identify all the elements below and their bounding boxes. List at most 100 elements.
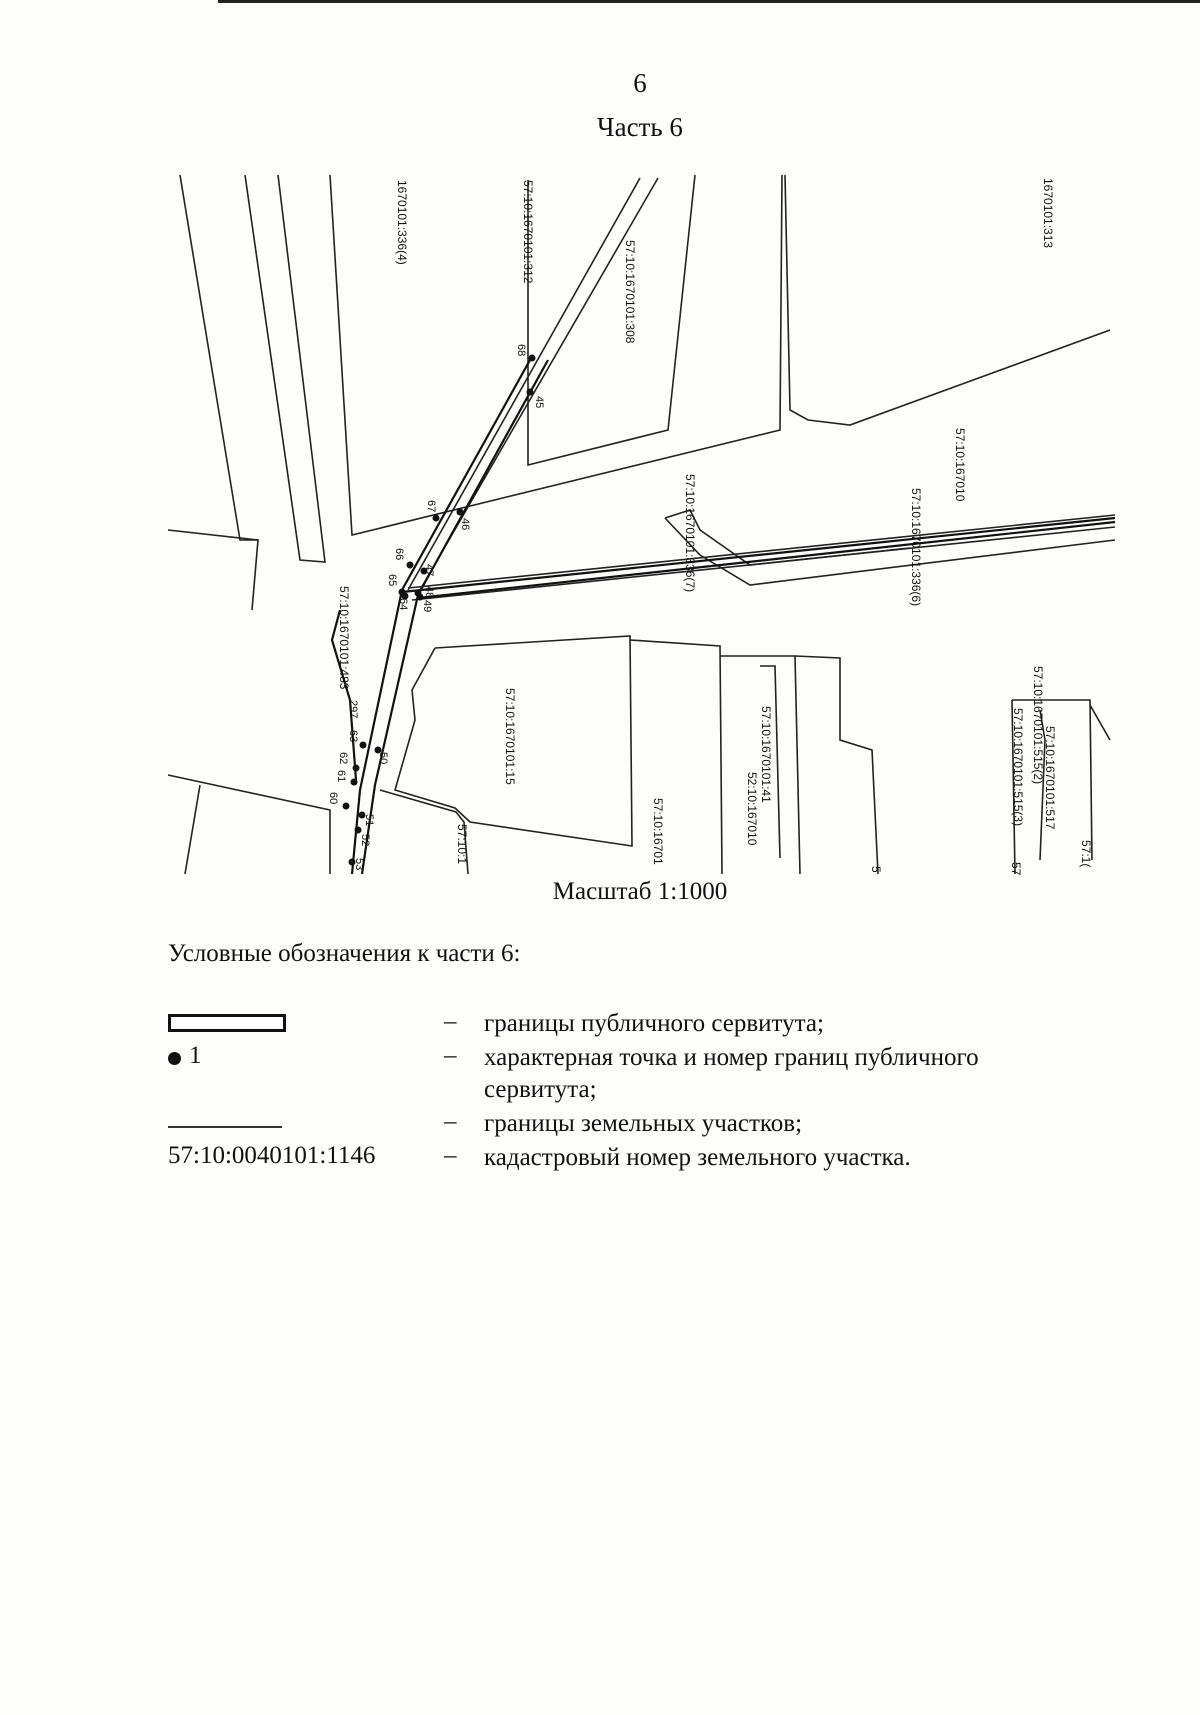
parcel-label-p336-6: 57:10:1670101:336(6) (909, 488, 923, 606)
point-label-48: 48 (423, 586, 435, 598)
legend-text-point: характерная точка и номер границ публичн… (484, 1044, 979, 1103)
servitude-boundary-h (401, 516, 1116, 594)
point-label-66: 66 (393, 548, 405, 560)
servitude-boundary-right (360, 359, 549, 875)
parcel-label-p57101: 57:10:1 (455, 824, 469, 864)
parcel-boundary-312 (329, 174, 783, 537)
point-label-53: 53 (353, 858, 365, 870)
parcel-label-p515-2: 57:10:1670101:515(2) (1031, 666, 1045, 784)
point-label-60: 60 (327, 792, 339, 804)
parcel-boundary-road-3 (167, 529, 259, 541)
parcel-label-p313: 1670101:313 (1041, 178, 1055, 248)
point-68 (528, 354, 536, 362)
legend-text-servitude: границы публичного сервитута; (484, 1010, 824, 1037)
point-label-49: 49 (421, 600, 433, 612)
parcel-boundary-corridor-a (407, 177, 641, 591)
parcel-boundary-515b (1012, 699, 1093, 861)
parcel-boundary-road-1 (179, 174, 259, 611)
point-label-50: 50 (377, 752, 389, 764)
parcel-boundary-336-7b (664, 509, 911, 566)
parcel-boundary-336-7 (664, 517, 1116, 586)
point-label-67: 67 (425, 500, 437, 512)
point-49 (416, 593, 424, 601)
parcel-label-p15: 57:10:1670101:15 (503, 688, 517, 785)
point-label-62: 62 (337, 752, 349, 764)
legend-text-parcel: границы земельных участков; (484, 1110, 803, 1137)
point-label-51: 51 (363, 814, 375, 826)
point-64 (401, 592, 409, 600)
parcel-label-p57-10-edge: 57:1( (1079, 840, 1093, 867)
parcel-boundary-middle (629, 639, 723, 875)
parcel-label-p483: 57:10:1670101:483 (337, 586, 351, 690)
parcel-boundary-515c (1039, 709, 1046, 861)
parcel-label-p308: 57:10:1670101:308 (623, 240, 637, 344)
legend-row-servitude: – границы публичного сервитута; (0, 1008, 1200, 1044)
legend-dash: – (444, 1108, 457, 1135)
servitude-boundary-483 (330, 609, 358, 781)
parcel-boundary-symbol (168, 1126, 282, 1128)
servitude-boundary-h2 (417, 520, 1116, 600)
legend-row-cadastral: 57:10:0040101:1146 – кадастровый номер з… (0, 1142, 1200, 1178)
parcel-boundary-515 (1011, 699, 1016, 875)
point-63 (359, 741, 367, 749)
legend-title: Условные обозначения к части 6: (168, 940, 521, 967)
page-number: 6 (633, 68, 647, 98)
parcel-boundary-308 (527, 174, 696, 467)
parcel-boundary-15 (394, 635, 633, 847)
legend-row-parcel: – границы земельных участков; (0, 1108, 1200, 1144)
point-symbol-number: 1 (189, 1042, 202, 1069)
parcel-label-p517: 57:10:1670101:517 (1043, 726, 1057, 830)
servitude-boundary-symbol (168, 1014, 286, 1032)
point-label-47: 47 (423, 564, 435, 576)
parcel-boundary-lower-field (167, 774, 331, 874)
point-66 (406, 561, 414, 569)
parcel-label-p41: 57:10:1670101:41 (759, 706, 773, 803)
top-border-line (218, 0, 1200, 3)
point-label-64: 64 (397, 598, 409, 610)
point-label-65: 65 (386, 574, 398, 586)
legend-dash: – (444, 1042, 457, 1069)
point-52 (354, 826, 362, 834)
servitude-boundary-left (350, 359, 531, 875)
legend-row-point: 1 – характерная точка и номер границ пуб… (0, 1042, 1200, 1103)
parcel-boundary-road-2 (244, 174, 326, 563)
parcel-boundary-41-inner (760, 665, 781, 859)
parcel-boundary-313 (784, 174, 1111, 426)
point-62 (352, 764, 360, 772)
parcel-boundary-lower-field-b (184, 784, 201, 875)
point-60 (342, 802, 350, 810)
point-51 (358, 811, 366, 819)
point-61 (350, 778, 358, 786)
parcel-label-p1670-b: 52:10:167010 (745, 772, 759, 846)
point-46 (456, 508, 464, 516)
point-67 (432, 514, 440, 522)
parcel-boundary-lower-left (379, 789, 469, 875)
point-50 (374, 746, 382, 754)
parcel-boundary-right-mid (794, 655, 879, 875)
point-53 (348, 858, 356, 866)
parcel-label-p1670-a: 57:10:16701 (651, 798, 665, 865)
parcel-label-p515-3: 57:10:1670101:515(3) (1011, 708, 1025, 826)
parcel-boundary-515d (1089, 704, 1111, 741)
scale-label: Масштаб 1:1000 (552, 878, 728, 905)
cadastral-number-sample: 57:10:0040101:1146 (168, 1142, 376, 1169)
parcel-label-p5-edge: 5 (869, 866, 883, 873)
point-label-68: 68 (515, 344, 527, 356)
point-47 (420, 567, 428, 575)
point-label-63: 63 (347, 730, 359, 742)
point-45 (526, 388, 534, 396)
legend-text-cadastral: кадастровый номер земельного участка. (484, 1144, 911, 1171)
point-label-46: 46 (459, 518, 471, 530)
legend-dash: – (444, 1142, 457, 1169)
point-label-52: 52 (359, 834, 371, 846)
point-label-297: 297 (347, 700, 359, 718)
cadastral-map: 68 45 67 46 66 47 65 64 48 49 297 63 50 … (167, 174, 1116, 876)
point-label-61: 61 (335, 770, 347, 782)
parcel-label-p336-7: 57:10:1670101:336(7) (683, 474, 697, 592)
point-symbol (168, 1052, 181, 1065)
parcel-label-p336-4: 1670101:336(4) (395, 180, 409, 265)
parcel-label-p312: 57:10:1670101:312 (521, 180, 535, 284)
parcel-boundary-road-h1 (407, 514, 1116, 589)
parcel-label-p57-edge: 57 (1009, 862, 1023, 876)
point-label-45: 45 (533, 396, 545, 408)
